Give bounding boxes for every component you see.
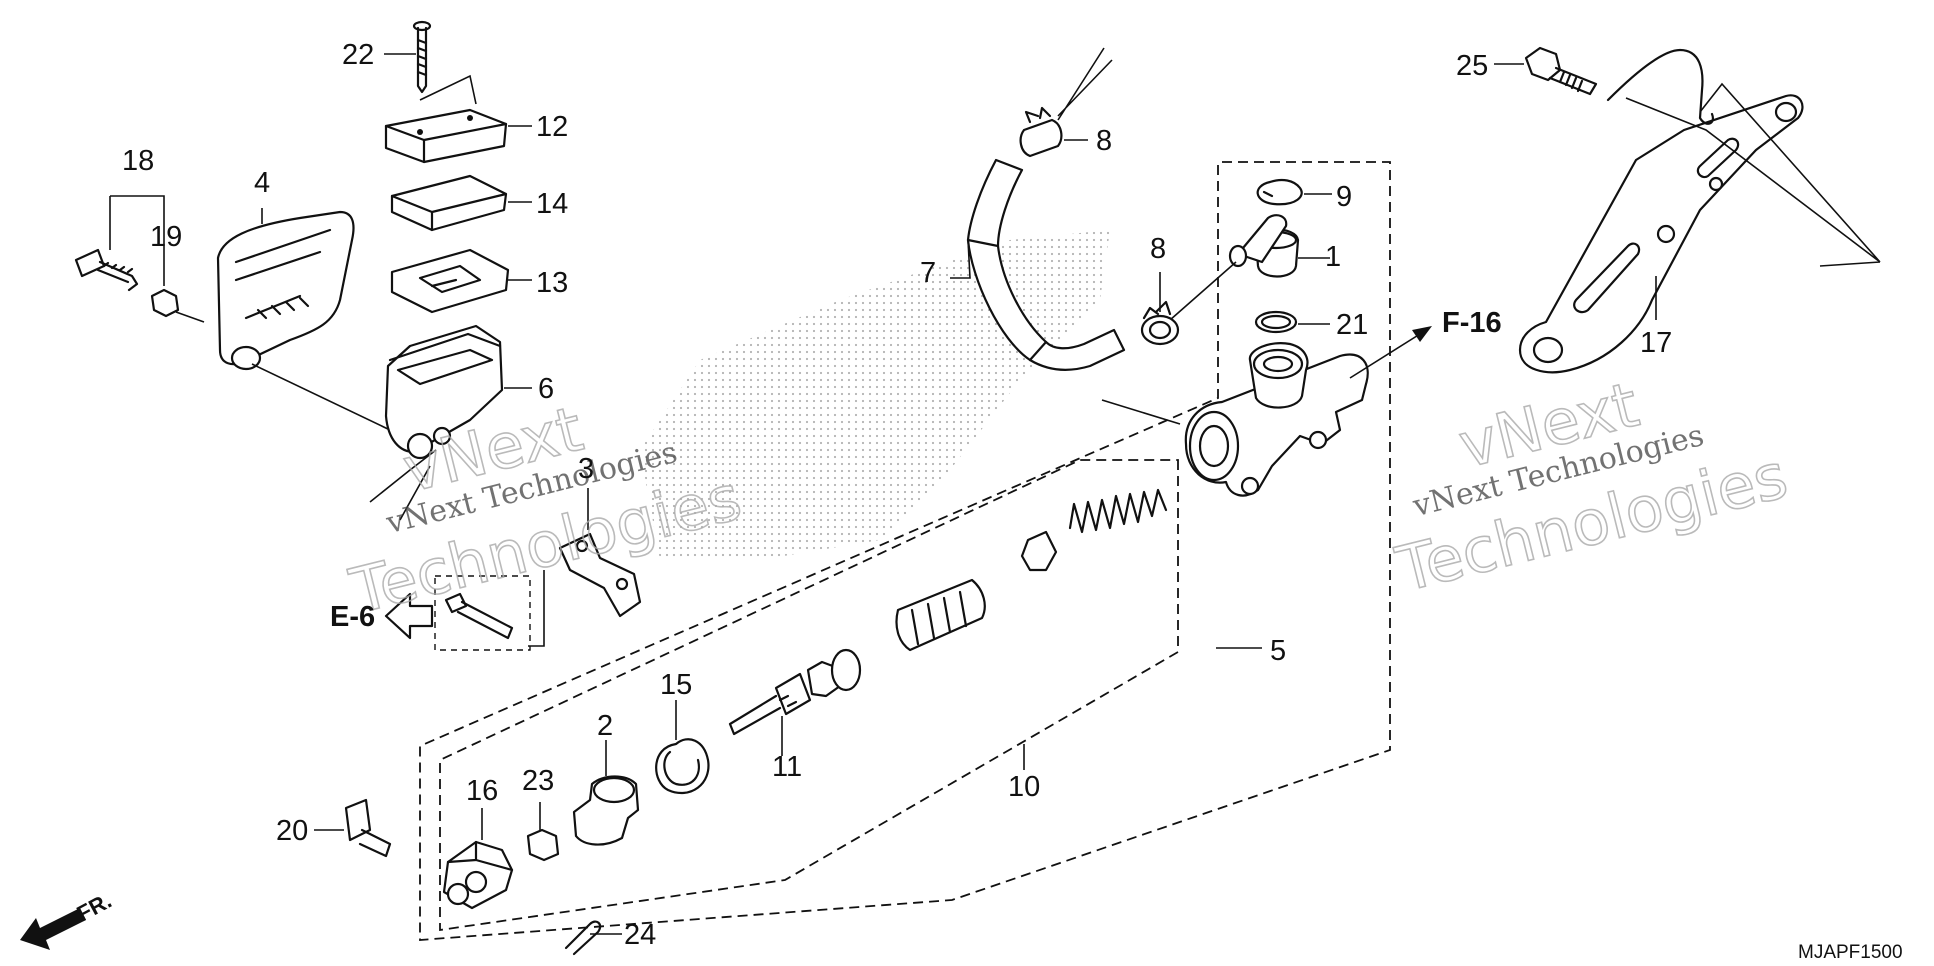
bracket-17 — [1518, 94, 1804, 374]
callout-19: 19 — [150, 221, 182, 253]
callout-4: 4 — [254, 167, 270, 199]
callout-17: 17 — [1640, 327, 1672, 359]
callout-18: 18 — [122, 145, 154, 177]
clevis-20 — [344, 798, 392, 858]
bolt-18 — [74, 248, 139, 292]
callout-10: 10 — [1008, 771, 1040, 803]
nut-23 — [526, 828, 560, 862]
spring — [1068, 488, 1168, 534]
clevis-16 — [442, 840, 514, 910]
callout-23: 23 — [522, 765, 554, 797]
callout-16: 16 — [466, 775, 498, 807]
circlip-9 — [1256, 178, 1303, 206]
plate-14 — [390, 174, 508, 232]
bolt-detail-box — [434, 575, 531, 651]
callout-11: 11 — [772, 751, 802, 783]
callout-8-top: 8 — [1096, 125, 1112, 157]
cotter-pin-24 — [564, 920, 602, 956]
callout-5: 5 — [1270, 635, 1286, 667]
callout-25: 25 — [1456, 50, 1488, 82]
callout-1: 1 — [1325, 241, 1341, 273]
screw-22 — [412, 20, 432, 94]
cup — [1020, 530, 1058, 572]
callout-24: 24 — [624, 919, 656, 951]
callout-7: 7 — [920, 257, 936, 289]
callout-12: 12 — [536, 111, 568, 143]
nut-19 — [150, 288, 180, 318]
callout-6: 6 — [538, 373, 554, 405]
callout-2: 2 — [597, 710, 613, 742]
master-cylinder-5 — [1184, 342, 1369, 497]
callout-9: 9 — [1336, 181, 1352, 213]
e6-reference-arrow — [384, 592, 434, 640]
hose-clip-8-top — [1019, 106, 1063, 158]
reference-f16: F-16 — [1442, 307, 1502, 339]
watermark-right: vNext Technologies vNext Technologies — [1388, 367, 1795, 607]
callout-13: 13 — [536, 267, 568, 299]
bracket-bolt — [444, 592, 514, 640]
diagram-code: MJAPF1500 — [1798, 942, 1903, 963]
cylinder-body-6 — [384, 324, 504, 460]
piston-11 — [728, 648, 862, 736]
assembly-outline-10 — [439, 459, 1179, 932]
callout-3: 3 — [578, 453, 594, 485]
boot-2 — [572, 775, 640, 846]
circlip-15 — [655, 738, 710, 795]
callout-labels: 1 2 3 4 5 6 7 8 8 9 10 11 12 13 14 15 16… — [122, 39, 1672, 951]
hose-joint-1 — [1228, 214, 1300, 278]
reservoir-cap-12 — [384, 108, 508, 164]
o-ring-21 — [1254, 310, 1298, 334]
reference-e6: E-6 — [330, 601, 375, 633]
callout-14: 14 — [536, 188, 568, 220]
callout-15: 15 — [660, 669, 692, 701]
bolt-25 — [1524, 46, 1598, 96]
lever-guard-4 — [216, 210, 355, 371]
bracket-3 — [558, 532, 642, 618]
assembly-outline-5 — [419, 161, 1391, 941]
diaphragm-13 — [390, 248, 510, 314]
callout-8-lower: 8 — [1150, 233, 1166, 265]
callout-20: 20 — [276, 815, 308, 847]
callout-21: 21 — [1336, 309, 1368, 341]
callout-22: 22 — [342, 39, 374, 71]
boot-cup — [895, 578, 986, 652]
front-direction-indicator: FR. — [20, 888, 116, 950]
